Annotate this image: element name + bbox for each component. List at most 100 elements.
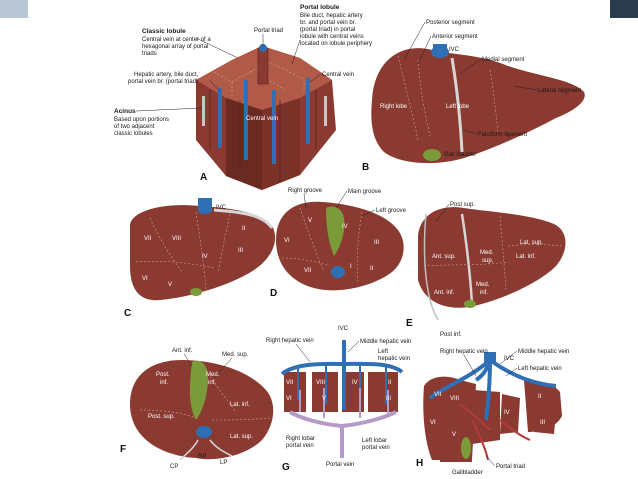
panel-b-liver bbox=[371, 44, 585, 164]
panel-h-left-hv-leader bbox=[505, 367, 518, 377]
panel-h-portal-triad-leader bbox=[485, 455, 496, 467]
panel-d-seg-vii: VII bbox=[304, 268, 312, 274]
panel-h-left-hv-label: Left hepatic vein bbox=[518, 366, 562, 372]
panel-a-lobules bbox=[196, 44, 336, 190]
panel-a-portal-line-5: located on lobule periphery bbox=[300, 41, 372, 47]
panel-g-seg-v: V bbox=[322, 396, 326, 402]
panel-a-hepatic-line-1: Hepatic artery, bile duct, bbox=[134, 72, 199, 78]
panel-g-seg-vii: VII bbox=[286, 380, 294, 386]
panel-e-med-sup-1: Med. bbox=[480, 250, 494, 256]
panel-c-letter: C bbox=[124, 308, 131, 319]
panel-h-portal-triad-label: Portal triad bbox=[496, 464, 525, 470]
panel-a-classic-lobule-title: Classic lobule bbox=[142, 28, 186, 35]
panel-e-post-sup-leader bbox=[435, 203, 450, 223]
panel-d-seg-v: V bbox=[308, 218, 312, 224]
panel-e-post-sup-label: Post sup. bbox=[450, 202, 475, 208]
panel-e-post-inf-label: Post inf. bbox=[440, 332, 462, 338]
panel-b-posterior-label: Posterior segment bbox=[426, 20, 475, 26]
panel-f-post-inf-2: inf. bbox=[160, 380, 168, 386]
panel-d-main-groove-label: Main groove bbox=[348, 189, 382, 195]
panel-c-seg-vi: VI bbox=[142, 276, 148, 282]
panel-h-middle-hv-label: Middle hepatic vein bbox=[518, 349, 569, 355]
panel-g-seg-ii: II bbox=[388, 380, 392, 386]
panel-f-ant-inf-label: Ant. inf. bbox=[172, 348, 193, 354]
panel-g-seg-iv: IV bbox=[352, 380, 358, 386]
panel-g-portal-vein-label: Portal vein bbox=[326, 462, 354, 468]
panel-b-lateral-leader bbox=[513, 85, 538, 91]
panel-a-central-vein-inside-label: Central vein bbox=[246, 116, 278, 122]
panel-h-middle-hv-leader bbox=[499, 350, 518, 365]
panel-a-portal-line-1: Bile duct, hepatic artery bbox=[300, 13, 363, 19]
panel-d-right-groove-label: Right groove bbox=[288, 188, 323, 194]
panel-a-hepatic-line-2: portal vein br. (portal triad) bbox=[128, 79, 198, 85]
panel-h-seg-vii: VII bbox=[434, 392, 442, 398]
panel-b-anterior-leader bbox=[417, 35, 432, 65]
panel-g-left-hv-2: hepatic vein bbox=[378, 356, 410, 362]
panel-f-liver bbox=[130, 360, 274, 461]
panel-f-lat-sup-label: Lat. sup. bbox=[230, 434, 253, 440]
panel-g-right-hv-leader bbox=[295, 343, 311, 363]
corner-tab-left bbox=[0, 0, 28, 18]
panel-b-medial-leader bbox=[459, 58, 482, 75]
panel-h-diagram bbox=[423, 352, 562, 462]
panel-e-med-inf-2: inf. bbox=[480, 290, 488, 296]
panel-d-seg-ii: II bbox=[370, 266, 374, 272]
panel-f-lat-inf-label: Lat. inf. bbox=[230, 402, 250, 408]
panel-c-seg-ii: II bbox=[242, 226, 246, 232]
panel-h-ivc-label: IVC bbox=[504, 356, 515, 362]
panel-e-ant-sup-label: Ant. sup. bbox=[432, 254, 456, 260]
panel-h-right-hv-label: Right hepatic vein bbox=[440, 349, 488, 355]
panel-b-medial-label: Medial segment bbox=[482, 57, 525, 63]
panel-e-liver bbox=[418, 207, 566, 321]
panel-a-portal-line-2: br. and portal vein br. bbox=[300, 20, 356, 26]
panel-a-acinus-line-1: Based upon portions bbox=[114, 117, 169, 123]
panel-f-lp-label: LP bbox=[220, 460, 227, 466]
panel-b-right-lobe-label: Right lobe bbox=[380, 104, 408, 110]
panel-f-rp-label: RP bbox=[198, 454, 206, 460]
panel-f-post-inf-1: Post. bbox=[156, 372, 170, 378]
panel-e-lat-sup-label: Lat. sup. bbox=[520, 240, 543, 246]
panel-e-ant-inf-label: Ant. inf. bbox=[434, 290, 455, 296]
panel-d-liver bbox=[276, 201, 404, 291]
panel-b-left-lobe-label: Left lobe bbox=[446, 104, 470, 110]
corner-tab-right bbox=[610, 0, 638, 18]
panel-h-seg-v: V bbox=[452, 432, 456, 438]
panel-c-liver bbox=[130, 198, 276, 301]
panel-d-seg-iii: III bbox=[374, 240, 379, 246]
panel-b-falciform-leader bbox=[462, 129, 478, 135]
panel-c-ivc-label: IVC bbox=[216, 205, 227, 211]
panel-a-classic-leader bbox=[195, 37, 239, 59]
panel-h-seg-iii: III bbox=[540, 420, 545, 426]
panel-a-central-vein-leader bbox=[309, 73, 322, 83]
panel-g-rlpv-1: Right lobar bbox=[286, 436, 315, 442]
panel-f-ant-inf-leader bbox=[183, 353, 193, 367]
panel-g-seg-vi: VI bbox=[286, 396, 292, 402]
panel-b-posterior-leader bbox=[403, 21, 426, 61]
panel-h-seg-ii: II bbox=[538, 394, 542, 400]
panel-h-seg-iv: IV bbox=[504, 410, 510, 416]
panel-e-letter: E bbox=[406, 318, 413, 329]
panel-d-letter: D bbox=[270, 288, 277, 299]
panel-g-llpv-1: Left lobar bbox=[362, 438, 387, 444]
panel-g-left-hv-1: Left bbox=[378, 349, 388, 355]
panel-a-letter: A bbox=[200, 172, 207, 183]
panel-a-central-vein-label: Central vein bbox=[322, 72, 354, 78]
panel-e-med-inf-1: Med. bbox=[476, 282, 490, 288]
panel-b-falciform-label: Falciform ligament bbox=[478, 132, 527, 138]
panel-g-seg-iii: III bbox=[386, 396, 391, 402]
panel-e-med-sup-2: sup. bbox=[482, 258, 494, 264]
panel-h-seg-viii: VIII bbox=[450, 396, 459, 402]
panel-d-left-groove-label: Left groove bbox=[376, 208, 407, 214]
panel-a-classic-line-3: triads bbox=[142, 51, 157, 57]
panel-a-acinus-line-2: of two adjacent bbox=[114, 124, 155, 130]
panel-f-letter: F bbox=[120, 444, 126, 455]
panel-g-middle-hv-leader bbox=[347, 340, 360, 353]
panel-a-portal-triad-label: Portal triad bbox=[254, 28, 283, 34]
panel-h-letter: H bbox=[416, 458, 423, 469]
panel-g-seg-viii: VIII bbox=[316, 380, 325, 386]
panel-c-seg-iii: III bbox=[238, 248, 243, 254]
panel-b-letter: B bbox=[362, 162, 369, 173]
panel-g-diagram bbox=[280, 340, 404, 458]
panel-a-portal-line-3: (portal triad) in portal bbox=[300, 27, 355, 33]
